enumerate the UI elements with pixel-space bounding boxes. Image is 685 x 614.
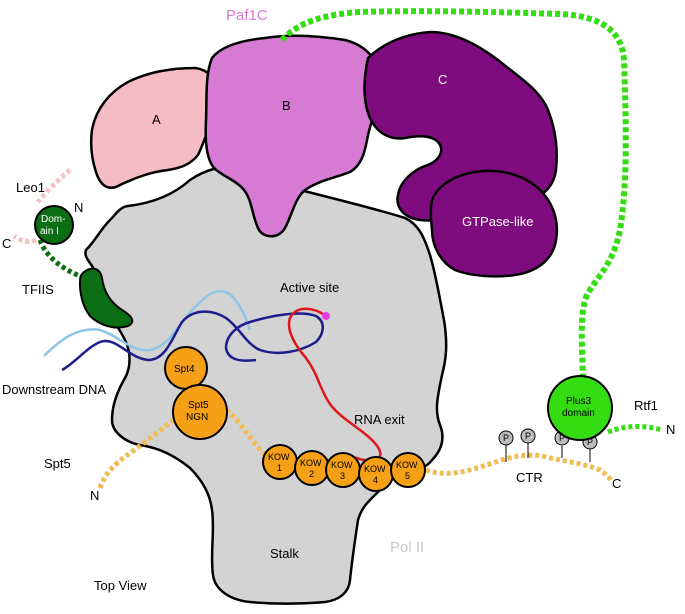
label-domain-i-1: Dom- <box>41 214 65 225</box>
leo1-domain-i <box>34 205 74 245</box>
label-rtf1: Rtf1 <box>634 398 658 413</box>
label-kow2-b: 2 <box>309 469 314 479</box>
kow-2 <box>294 450 330 486</box>
label-domain-i-2: ain I <box>40 226 59 237</box>
spt5-ngn <box>172 384 228 440</box>
kow-4 <box>358 456 394 492</box>
label-plus3-1: Plus3 <box>566 396 591 407</box>
label-active-site: Active site <box>280 280 339 295</box>
dna-strand-dark <box>61 310 324 372</box>
label-spt5-ngn-1: Spt5 <box>188 400 209 411</box>
active-site-marker <box>322 312 330 320</box>
label-kow2-a: KOW <box>300 458 322 468</box>
label-kow5-a: KOW <box>396 460 418 470</box>
phospho-sites <box>498 428 598 462</box>
phospho-label-4: P <box>587 437 593 447</box>
gtpase-like-domain <box>429 169 559 278</box>
label-ctr-c: C <box>612 476 621 491</box>
tfiis-shape <box>78 267 134 329</box>
phospho-label-3: P <box>559 433 565 443</box>
tfiis-link <box>37 239 81 279</box>
rtf1-n-tail <box>607 424 663 435</box>
label-leo1-c: C <box>2 236 11 251</box>
label-subunit-c: C <box>438 72 447 87</box>
label-spt5-ngn-2: NGN <box>186 412 208 423</box>
label-pol2: Pol II <box>390 539 424 556</box>
paf1c-subunit-a <box>89 66 219 189</box>
label-kow4-b: 4 <box>373 475 378 485</box>
spt5-linker <box>224 407 268 458</box>
spt5-ctr-tail <box>425 452 615 484</box>
label-stalk: Stalk <box>270 546 299 561</box>
plus3-domain <box>547 375 613 441</box>
paf1c-rtf1-link <box>279 8 629 381</box>
phospho-label-1: P <box>503 433 509 443</box>
label-kow1-b: 1 <box>277 463 282 473</box>
label-tfiis: TFIIS <box>22 282 54 297</box>
label-spt5: Spt5 <box>44 456 71 471</box>
kow-3 <box>325 452 361 488</box>
label-kow5-b: 5 <box>405 471 410 481</box>
phospho-label-2: P <box>525 431 531 441</box>
dna-strand-light <box>43 289 252 357</box>
label-kow3-a: KOW <box>331 460 353 470</box>
label-top-view: Top View <box>94 578 147 593</box>
kow-1 <box>262 444 298 480</box>
label-paf1c: Paf1C <box>226 7 268 24</box>
label-plus3-2: domain <box>562 408 595 419</box>
label-kow3-b: 3 <box>340 471 345 481</box>
leo1-tail <box>36 168 72 204</box>
label-rna-exit: RNA exit <box>354 412 405 427</box>
kow-5 <box>390 452 426 488</box>
label-gtpase: GTPase-like <box>462 214 534 229</box>
label-leo1: Leo1 <box>16 180 45 195</box>
label-ctr: CTR <box>516 470 543 485</box>
label-kow1-a: KOW <box>268 452 290 462</box>
label-downstream-dna: Downstream DNA <box>2 382 106 397</box>
label-kow4-a: KOW <box>364 464 386 474</box>
label-spt4: Spt4 <box>174 364 195 375</box>
label-leo1-n: N <box>74 200 83 215</box>
leo1-c-tail <box>12 233 38 245</box>
label-rtf1-n: N <box>666 422 675 437</box>
label-spt5-n: N <box>90 488 99 503</box>
label-subunit-a: A <box>152 112 161 127</box>
label-subunit-b: B <box>282 98 291 113</box>
paf1c-subunit-b <box>204 34 382 238</box>
